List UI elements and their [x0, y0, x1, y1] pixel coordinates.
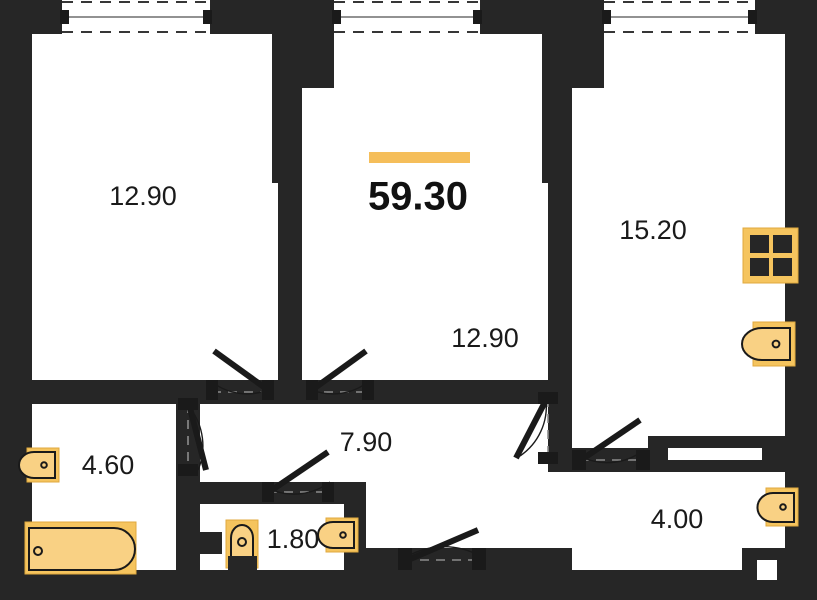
room-label-bathroom: 4.60: [82, 450, 135, 480]
wall-bottom-outer: [0, 570, 817, 600]
wall-utility-niche-top: [648, 436, 785, 448]
wall-bedroom-living-upper: [272, 28, 302, 183]
total-area-accent-bar: [369, 152, 470, 163]
door-kitchen: [513, 392, 558, 464]
bathtub-fixture: [24, 521, 137, 575]
vent-shaft-void: [757, 560, 777, 580]
door-bathroom: [178, 398, 209, 476]
label-group: 59.30 12.90 12.90 15.20 4.60 1.80 7.90 4…: [82, 152, 704, 554]
wall-living-kitchen-upper: [542, 28, 572, 183]
wall-bedroom-living-lower: [278, 183, 302, 388]
room-label-hallway: 7.90: [340, 427, 393, 457]
kitchen-sink-fixture: [741, 321, 796, 367]
room-label-living-room: 12.90: [451, 323, 519, 353]
door-living-room: [306, 348, 374, 400]
bathroom-sink-fixture: [18, 447, 60, 483]
room-label-wc: 1.80: [267, 524, 320, 554]
door-bedroom-left: [206, 348, 274, 400]
wall-living-kitchen-lower: [548, 183, 572, 388]
room-label-utility-room: 4.00: [651, 504, 704, 534]
window-group: [60, 1, 757, 33]
total-area-label: 59.30: [368, 175, 468, 219]
window-center: [332, 1, 482, 33]
window-left: [60, 1, 212, 33]
door-entrance: [398, 527, 486, 570]
wall-wc-left: [176, 482, 198, 554]
fixture-group: [18, 227, 799, 575]
wc-sink-fixture: [317, 517, 359, 553]
window-right: [602, 1, 757, 33]
stove-fixture: [742, 227, 799, 284]
wall-left-outer: [0, 0, 32, 600]
door-group: [178, 348, 650, 570]
wall-hallway-top: [0, 380, 572, 404]
door-wc: [262, 449, 334, 502]
toilet-fixture: [225, 519, 259, 574]
door-utility: [572, 417, 650, 470]
utility-sink-fixture: [756, 487, 799, 527]
room-label-kitchen: 15.20: [619, 215, 687, 245]
wall-utility-niche-bottom: [648, 460, 785, 472]
room-label-bedroom-left: 12.90: [109, 181, 177, 211]
